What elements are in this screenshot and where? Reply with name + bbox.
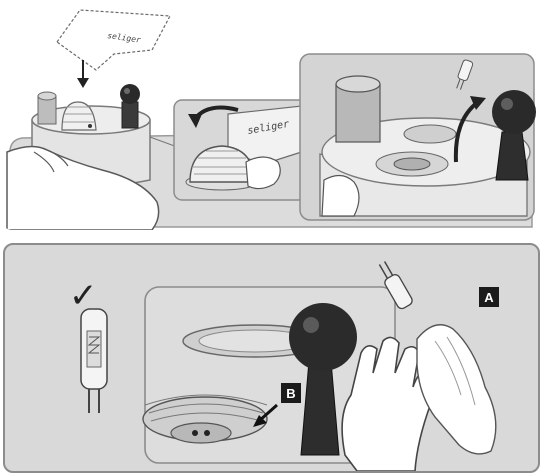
bottom-instruction-panel: ✓ — [3, 243, 540, 473]
callout-badge-b: B — [281, 383, 301, 403]
top-instruction-panel: seliger seliger — [2, 2, 537, 230]
callout-badge-a: A — [479, 287, 499, 307]
top-illustration: seliger seliger — [2, 2, 537, 230]
gasket-tag: seliger — [57, 10, 170, 70]
correct-bulb-icon — [81, 309, 107, 413]
bottom-illustration: ✓ — [5, 245, 538, 471]
zoom-inset-joystick — [300, 54, 536, 220]
